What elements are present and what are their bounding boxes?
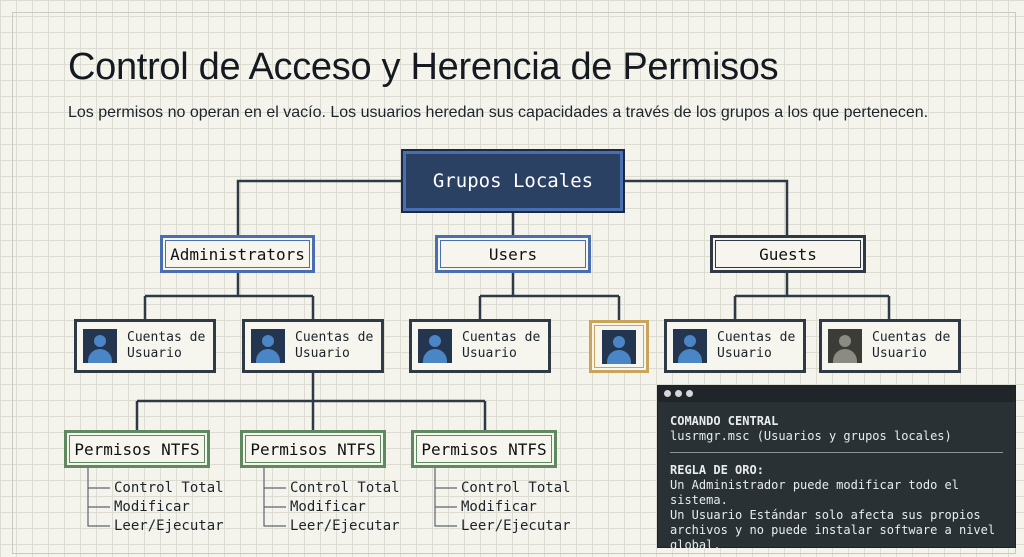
- group-label: Users: [488, 244, 538, 264]
- account-label-line1: Cuentas de: [295, 330, 374, 345]
- permission-item: Control Total: [290, 480, 400, 496]
- terminal-rule-line: Un Administrador puede modificar todo el…: [670, 478, 959, 507]
- user-icon: [673, 329, 707, 363]
- connector-root-guests: [623, 179, 789, 235]
- permissions-label: Permisos NTFS: [421, 439, 547, 459]
- permission-item: Leer/Ejecutar: [461, 518, 571, 534]
- connector-root-admin: [236, 179, 403, 235]
- account-label-line2: Usuario: [717, 346, 772, 361]
- terminal-rule-line: Un Usuario Estándar solo afecta sus prop…: [670, 508, 981, 522]
- account-label-line1: Cuentas de: [872, 330, 951, 345]
- group-label: Administrators: [170, 244, 305, 264]
- user-icon: [83, 329, 117, 363]
- account-users-2-highlighted[interactable]: [589, 320, 649, 373]
- user-icon: [418, 329, 452, 363]
- tree-perm3: [434, 468, 457, 527]
- window-dot-icon: [686, 390, 693, 397]
- account-label-line2: Usuario: [462, 346, 517, 361]
- tree-perm1: [87, 468, 110, 527]
- permission-item: Leer/Ejecutar: [290, 518, 400, 534]
- account-label-line2: Usuario: [295, 346, 350, 361]
- permissions-ntfs-1[interactable]: Permisos NTFS: [64, 430, 210, 468]
- permission-item: Modificar: [114, 499, 190, 515]
- account-label-line2: Usuario: [872, 346, 927, 361]
- account-label-line1: Cuentas de: [127, 330, 206, 345]
- terminal-rule-line: archivos y no puede instalar software a …: [670, 523, 996, 537]
- group-label: Guests: [759, 244, 817, 264]
- permission-item: Control Total: [114, 480, 224, 496]
- permissions-ntfs-2[interactable]: Permisos NTFS: [240, 430, 386, 468]
- terminal-heading: REGLA DE ORO:: [670, 463, 764, 477]
- permission-item: Leer/Ejecutar: [114, 518, 224, 534]
- group-users[interactable]: Users: [435, 235, 591, 273]
- permission-item: Modificar: [461, 499, 537, 515]
- permission-item: Modificar: [290, 499, 366, 515]
- terminal-heading: COMANDO CENTRAL: [670, 414, 779, 428]
- account-label-line2: Usuario: [127, 346, 182, 361]
- root-node-grupos-locales[interactable]: Grupos Locales: [403, 151, 623, 211]
- page-subtitle: Los permisos no operan en el vacío. Los …: [68, 104, 929, 121]
- diagram-frame: [12, 12, 1016, 554]
- account-label-line1: Cuentas de: [462, 330, 541, 345]
- guest-user-icon: [828, 329, 862, 363]
- terminal-panel: COMANDO CENTRAL lusrmgr.msc (Usuarios y …: [657, 385, 1016, 552]
- group-guests[interactable]: Guests: [710, 235, 866, 273]
- permissions-label: Permisos NTFS: [250, 439, 376, 459]
- group-administrators[interactable]: Administrators: [160, 235, 315, 273]
- permissions-ntfs-3[interactable]: Permisos NTFS: [411, 430, 557, 468]
- window-dot-icon: [675, 390, 682, 397]
- user-icon: [602, 329, 636, 364]
- terminal-command: lusrmgr.msc (Usuarios y grupos locales): [670, 429, 952, 443]
- user-icon: [251, 329, 285, 363]
- root-label: Grupos Locales: [432, 170, 594, 192]
- account-label-line1: Cuentas de: [717, 330, 796, 345]
- window-dot-icon: [664, 390, 671, 397]
- tree-perm2: [263, 468, 286, 527]
- terminal-rule-line: global.: [670, 538, 721, 552]
- permissions-label: Permisos NTFS: [74, 439, 200, 459]
- terminal-divider: [670, 452, 1003, 453]
- page-title: Control de Acceso y Herencia de Permisos: [68, 46, 779, 88]
- terminal-titlebar: [658, 386, 1015, 402]
- permission-item: Control Total: [461, 480, 571, 496]
